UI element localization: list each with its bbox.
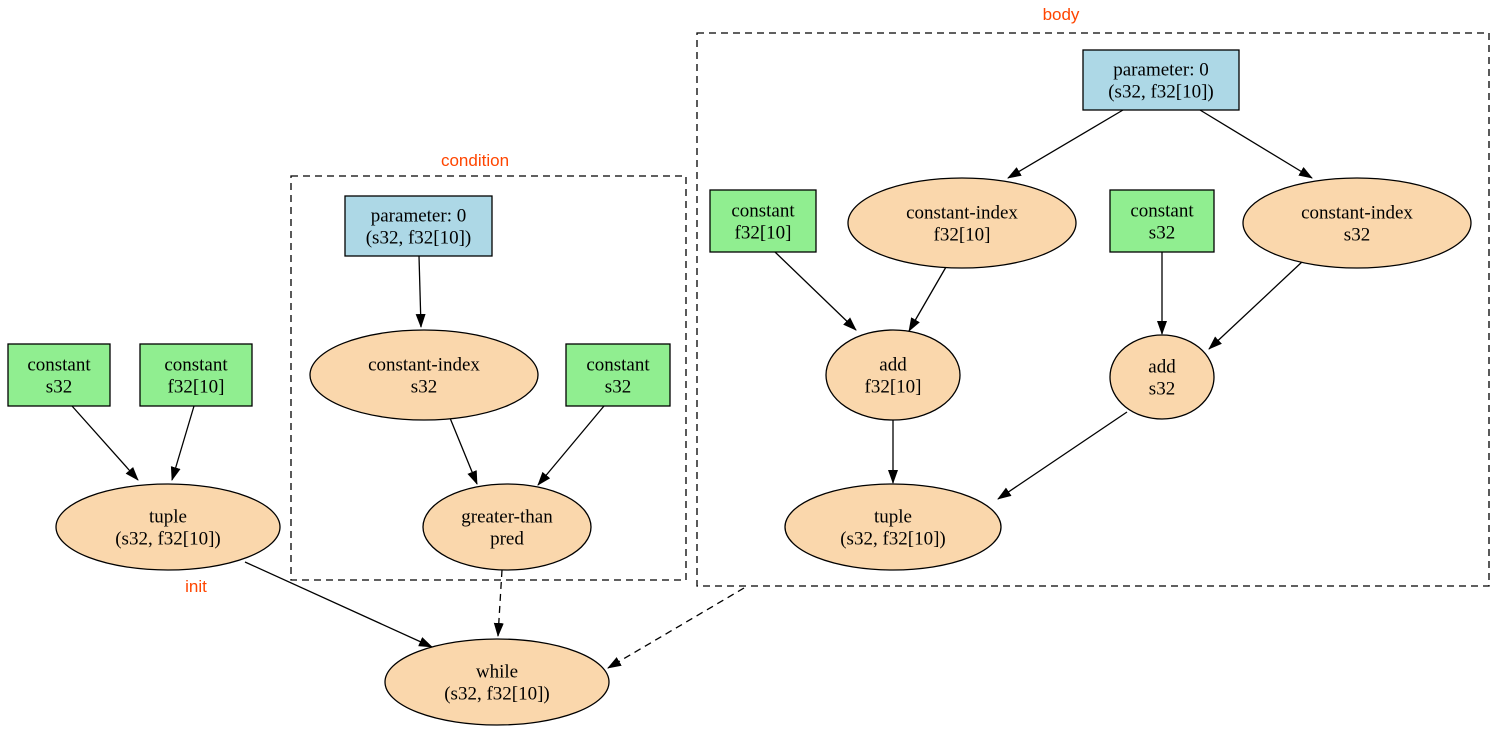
init-label: init: [185, 577, 207, 596]
node-body-tuple-shape: [784, 483, 1002, 571]
node-while-text: while(s32, f32[10]): [444, 662, 550, 705]
node-body-constant-index-f32-shape: [847, 177, 1077, 269]
cluster-body-label: body: [1043, 5, 1080, 24]
node-body-tuple: tuple(s32, f32[10]): [784, 483, 1002, 571]
edge-init-constant-f32-to-tuple: [170, 405, 195, 481]
cluster-condition-label: condition: [441, 151, 509, 170]
node-body-parameter-0: parameter: 0(s32, f32[10]): [1082, 49, 1240, 111]
edge-init-tuple-to-while: [244, 561, 433, 648]
node-condition-parameter-0-shape: [344, 195, 493, 257]
cluster-condition: condition: [290, 151, 687, 581]
node-condition-parameter-0-text: parameter: 0(s32, f32[10]): [366, 206, 472, 249]
node-condition-greater-than-shape: [422, 483, 592, 571]
cluster-body-border: [696, 32, 1490, 587]
node-while-shape: [384, 638, 610, 726]
node-condition-constant-s32-shape: [565, 343, 671, 407]
node-init-tuple: tuple(s32, f32[10]): [55, 483, 281, 571]
node-body-add-f32-shape: [825, 329, 961, 421]
cluster-condition-border: [290, 175, 687, 581]
node-body-constant-f32-shape: [709, 189, 817, 253]
edge-body-parameter-to-constant-index-s32: [1199, 109, 1313, 179]
node-body-parameter-0-text: parameter: 0(s32, f32[10]): [1108, 60, 1214, 103]
node-while: while(s32, f32[10]): [384, 638, 610, 726]
cluster-body: body: [696, 5, 1490, 587]
edge-condition-constant-index-to-greater-than: [449, 417, 478, 485]
node-body-constant-s32-shape: [1109, 189, 1215, 253]
edge-body-constant-index-f32-to-add-f32: [908, 266, 947, 332]
edge-body-to-while: [607, 587, 745, 669]
edge-condition-parameter-to-constant-index: [415, 255, 426, 328]
edge-body-add-s32-to-tuple: [997, 411, 1128, 500]
node-body-add-s32-shape: [1109, 334, 1215, 420]
node-init-constant-s32-shape: [7, 343, 111, 407]
node-init-tuple-text: tuple(s32, f32[10]): [115, 507, 221, 550]
edge-body-constant-index-s32-to-add-s32: [1208, 260, 1304, 350]
node-init-tuple-shape: [55, 483, 281, 571]
edge-body-parameter-to-constant-index-f32: [1007, 109, 1124, 179]
node-init-constant-f32-shape: [139, 343, 253, 407]
node-body-constant-index-s32-shape: [1242, 177, 1472, 269]
node-body-parameter-0-shape: [1082, 49, 1240, 111]
node-condition-constant-index-s32-shape: [309, 329, 539, 421]
node-condition-parameter-0: parameter: 0(s32, f32[10]): [344, 195, 493, 257]
edge-init-constant-s32-to-tuple: [71, 405, 139, 481]
edge-body-constant-f32-to-add-f32: [774, 251, 857, 331]
edge-condition-constant-to-greater-than: [537, 405, 605, 486]
node-body-tuple-text: tuple(s32, f32[10]): [840, 507, 946, 550]
